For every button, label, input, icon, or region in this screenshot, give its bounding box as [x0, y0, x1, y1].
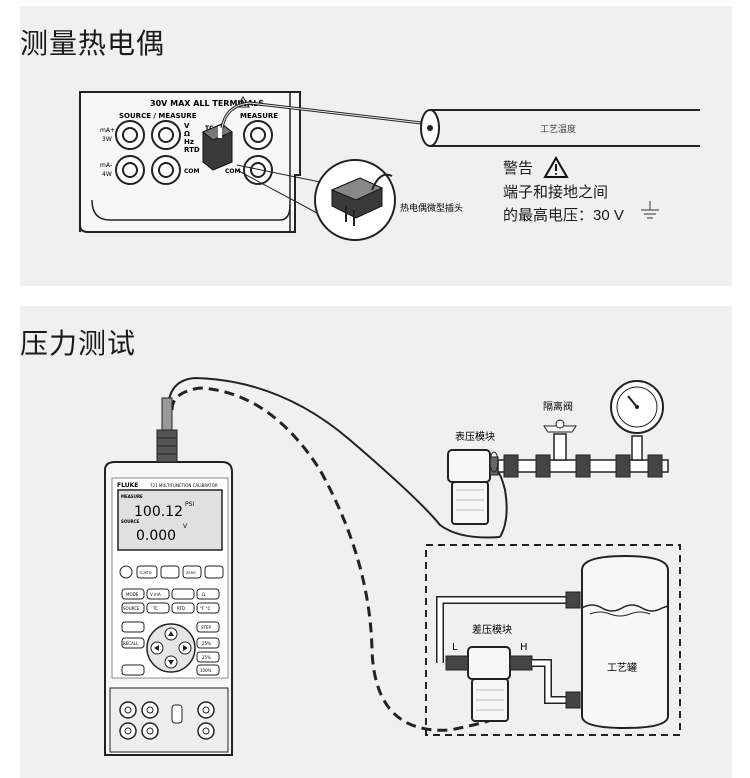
isolation-valve — [543, 419, 577, 461]
low-port-label: L — [452, 642, 458, 653]
measure-label: MEASURE — [240, 112, 278, 120]
calibrator-model: 721 MULTIFUNCTION CALIBRATOR — [150, 483, 218, 488]
tc-plug-inserted — [202, 123, 233, 171]
key-temp-unit: °F °C — [200, 606, 211, 611]
lcd-measure-unit: PSI — [185, 501, 194, 508]
plug-label: 热电偶微型插头 — [400, 202, 463, 214]
tank-label: 工艺罐 — [607, 661, 637, 674]
key-tc: TC — [152, 606, 158, 611]
warning-voltage-value: 30 V — [593, 207, 624, 224]
label-com-right: COM — [225, 168, 241, 175]
label-tc: TC — [205, 125, 214, 132]
warning-line2: 的最高电压：30 V — [503, 204, 624, 227]
key-25-down: 25% — [202, 655, 211, 660]
calibrator-jacks — [119, 701, 215, 740]
process-temp-label: 工艺温度 — [540, 123, 576, 135]
source-measure-label: SOURCE / MEASURE — [119, 112, 197, 120]
label-ma-plus: mA+ — [100, 127, 115, 134]
label-v: V — [184, 122, 190, 130]
calibrator-keypad — [119, 565, 224, 676]
high-port-label: H — [520, 642, 528, 653]
gauge-module-label: 表压模块 — [455, 430, 495, 443]
lcd-measure-value: 100.12 — [134, 504, 183, 520]
pressure-gauge — [610, 380, 664, 461]
calibrator-brand: FLUKE — [117, 482, 138, 489]
lcd-source-value: 0.000 — [136, 528, 176, 544]
key-100: 100% — [200, 668, 212, 673]
lcd-source-unit: V — [183, 523, 188, 530]
tc-mini-plug-icon — [330, 173, 393, 226]
label-3w: 3W — [102, 136, 112, 143]
ground-icon — [641, 201, 659, 219]
label-ma-minus: mA- — [100, 162, 112, 169]
section-title-thermocouple: 测量热电偶 — [20, 27, 166, 60]
label-rtd: RTD — [184, 146, 200, 154]
jack-loop — [243, 120, 273, 150]
jack-com-right — [243, 155, 273, 185]
key-v-ma: V mA — [150, 592, 161, 597]
jack-com — [151, 155, 181, 185]
key-step: STEP — [201, 625, 212, 630]
zoom-line — [236, 164, 326, 184]
label-hz: Hz — [184, 138, 194, 146]
gauge-pressure-module — [447, 449, 499, 525]
label-com: COM — [184, 168, 200, 175]
diff-module-label: 差压模块 — [472, 623, 512, 636]
key-25-up: 25% — [202, 641, 211, 646]
jack-ma-minus — [115, 155, 145, 185]
lcd-measure-label: MEASURE — [121, 494, 143, 499]
label-ohm: Ω — [184, 130, 190, 138]
warning-line2-prefix: 的最高电压： — [503, 206, 594, 224]
key-tc-rtd: TC/RTD — [138, 571, 152, 575]
jack-ma-plus — [115, 120, 145, 150]
gauge-cable — [167, 376, 501, 539]
diff-pressure-module — [445, 646, 533, 722]
pressure-line — [497, 454, 669, 478]
lcd-source-label: SOURCE — [121, 519, 140, 524]
isolation-valve-label: 隔离阀 — [543, 400, 573, 413]
section-title-pressure: 压力测试 — [20, 327, 137, 360]
key-rtd: RTD — [177, 606, 185, 611]
warning-title: 警告 — [503, 159, 534, 177]
jack-v-ohm — [151, 120, 181, 150]
terminal-header: 30V MAX ALL TERMINALS — [150, 99, 264, 108]
key-source: SOURCE — [123, 606, 140, 611]
label-4w: 4W — [102, 171, 112, 178]
key-mode: MODE — [126, 592, 139, 597]
key-ohm: Ω — [202, 592, 205, 597]
key-zero: ZERO — [186, 571, 196, 575]
diff-pressure-boundary — [425, 544, 681, 736]
warning-icon — [543, 156, 569, 178]
process-pipe — [420, 109, 700, 147]
process-tank — [581, 554, 669, 730]
key-recall: RECALL — [123, 641, 139, 646]
warning-line1: 端子和接地之间 — [503, 183, 609, 201]
